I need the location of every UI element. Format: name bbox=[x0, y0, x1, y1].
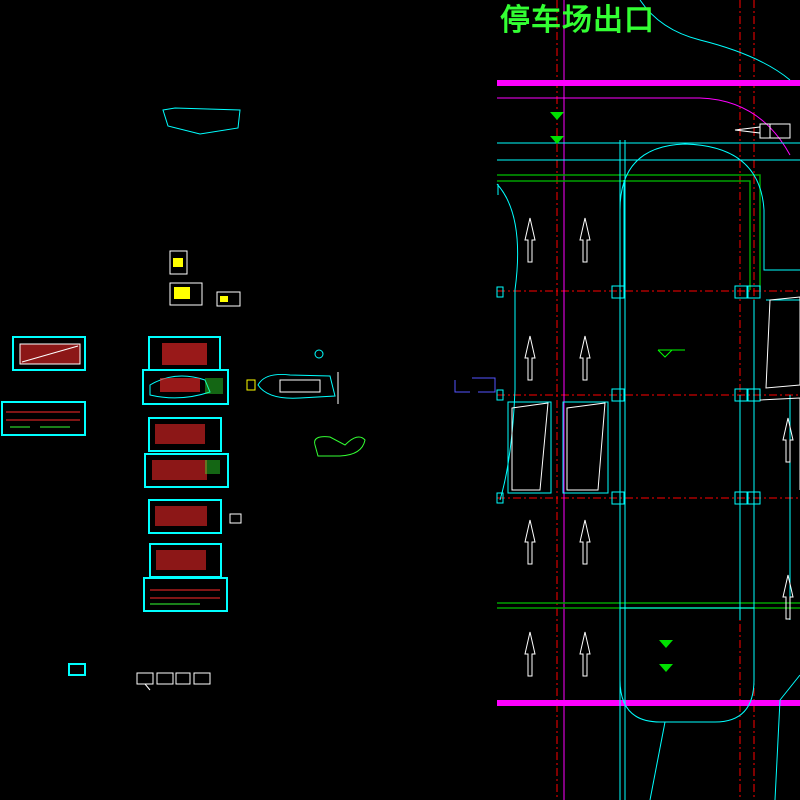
lane-lines bbox=[497, 174, 800, 609]
detail-thumb-4[interactable] bbox=[193, 672, 211, 685]
parking-plan bbox=[496, 0, 800, 800]
sheet-thumb-3[interactable] bbox=[216, 291, 241, 307]
down-triangle-icon bbox=[550, 112, 673, 672]
legend-box[interactable] bbox=[68, 663, 86, 676]
parking-exit-label: 停车场出口 bbox=[500, 3, 655, 38]
bay-hatch bbox=[511, 296, 800, 491]
sheet-section-2[interactable] bbox=[144, 453, 229, 488]
curve-detail[interactable] bbox=[314, 436, 366, 457]
sheet-thumb-2[interactable] bbox=[169, 282, 203, 306]
boundary-markings bbox=[497, 0, 800, 800]
axis-grid bbox=[497, 0, 800, 800]
left-arrow-icon bbox=[734, 123, 791, 139]
overview-sheets bbox=[1, 107, 496, 691]
detail-thumb-3[interactable] bbox=[175, 672, 191, 685]
sheet-floor-b2[interactable] bbox=[142, 369, 229, 405]
ramp-plan-outline[interactable] bbox=[257, 374, 336, 399]
detail-thumb-1[interactable] bbox=[136, 672, 154, 685]
structure-outline bbox=[496, 0, 800, 800]
site-boundary[interactable] bbox=[162, 107, 241, 135]
level-marker bbox=[657, 349, 685, 358]
sheet-section-1[interactable] bbox=[148, 417, 222, 452]
blue-connector bbox=[454, 377, 496, 393]
detail-thumb-2[interactable] bbox=[156, 672, 174, 685]
sheet-section-5[interactable] bbox=[143, 577, 228, 612]
sheet-elevation[interactable] bbox=[1, 401, 86, 436]
sheet-site-plan[interactable] bbox=[12, 336, 86, 371]
up-arrow-icon bbox=[524, 217, 794, 677]
sheet-thumb-1[interactable] bbox=[169, 250, 188, 275]
sheet-section-3[interactable] bbox=[148, 499, 222, 534]
